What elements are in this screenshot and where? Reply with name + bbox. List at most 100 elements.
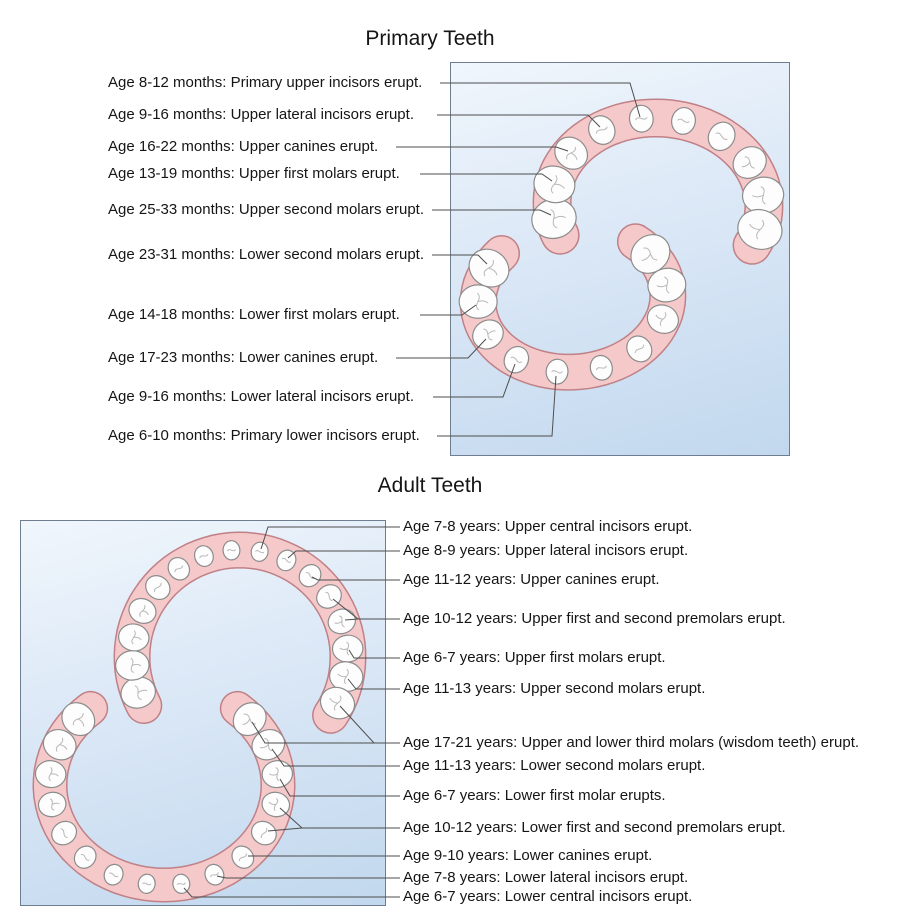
tooth-crack [199, 553, 209, 559]
tooth [222, 540, 241, 561]
label-adult-upper-second-molars: Age 11-13 years: Upper second molars eru… [403, 680, 706, 697]
tooth-crack [243, 713, 256, 725]
tooth-crack [749, 223, 760, 230]
tooth-crack [268, 801, 276, 806]
label-adult-lower-first-molar: Age 6-7 years: Lower first molar erupts. [403, 787, 666, 804]
tooth [204, 863, 225, 886]
leader-line [420, 173, 553, 182]
tooth [589, 354, 613, 381]
tooth [167, 557, 191, 581]
tooth-crack [255, 550, 265, 554]
label-adult-upper-lateral-incisors: Age 8-9 years: Upper lateral incisors er… [403, 542, 689, 559]
tooth [34, 760, 67, 789]
leader-line [287, 550, 400, 559]
tooth-crack [760, 186, 766, 205]
tooth [671, 106, 696, 135]
tooth [327, 608, 357, 635]
label-adult-lower-central-incisors: Age 6-7 years: Lower central incisors er… [403, 888, 693, 905]
tooth-crack [209, 872, 219, 878]
primary-upper-arch [531, 98, 785, 265]
tooth-crack [510, 356, 523, 363]
label-adult-third-molars: Age 17-21 years: Upper and lower third m… [403, 734, 860, 751]
tooth-crack [80, 853, 90, 861]
adult-lower-arch [32, 690, 296, 903]
tooth [172, 873, 191, 894]
leader-line [251, 721, 374, 744]
tooth-crack [72, 712, 84, 726]
tooth-crack [142, 882, 152, 886]
tooth [472, 319, 504, 350]
tooth-crack [78, 718, 85, 727]
tooth-crack [259, 744, 269, 749]
tooth-crack [344, 668, 349, 685]
tooth [468, 248, 510, 288]
tooth [61, 702, 96, 737]
label-adult-lower-premolars: Age 10-12 years: Lower first and second … [403, 819, 786, 836]
tooth-crack [554, 183, 565, 189]
tooth-crack [305, 572, 315, 579]
tooth-crack [55, 737, 64, 752]
tooth-crack [635, 117, 648, 121]
tooth [626, 335, 653, 363]
tooth-crack [752, 194, 764, 198]
tooth [193, 545, 214, 568]
tooth-crack [329, 697, 338, 704]
tooth-crack [475, 292, 480, 311]
leader-line [271, 748, 400, 767]
tooth-crack [60, 828, 68, 839]
leader-line [344, 618, 359, 621]
tooth [319, 686, 356, 720]
primary-lower-arch [458, 223, 687, 391]
leader-line [267, 827, 303, 832]
leader-line [279, 807, 400, 829]
tooth-crack [139, 604, 146, 617]
leader-line [216, 875, 400, 879]
tooth-crack [264, 738, 273, 752]
tooth-crack [566, 146, 576, 160]
label-primary-lower-first-molars: Age 14-18 months: Lower first molars eru… [108, 306, 400, 323]
label-primary-upper-canines: Age 16-22 months: Upper canines erupt. [108, 138, 379, 155]
leader-line [347, 678, 400, 690]
tooth [646, 304, 680, 334]
tooth-crack [133, 636, 142, 641]
tooth [232, 702, 267, 737]
tooth [737, 208, 783, 250]
tooth-crack [634, 344, 644, 354]
leader-line [348, 649, 400, 659]
tooth-crack [595, 126, 608, 134]
label-adult-upper-central-incisors: Age 7-8 years: Upper central incisors er… [403, 518, 693, 535]
label-adult-upper-premolars: Age 10-12 years: Upper first and second … [403, 610, 786, 627]
tooth-crack [478, 300, 489, 304]
tooth-crack [677, 118, 690, 123]
tooth [37, 791, 67, 818]
tooth-crack [487, 330, 496, 335]
tooth [118, 623, 150, 652]
label-adult-lower-second-molars: Age 11-13 years: Lower second molars eru… [403, 757, 706, 774]
label-primary-upper-lateral-incisors: Age 9-16 months: Upper lateral incisors … [108, 106, 414, 123]
tooth-crack [337, 673, 347, 678]
adult-teeth-title: Adult Teeth [377, 474, 483, 497]
leader-line [183, 887, 400, 898]
tooth-crack [226, 549, 237, 552]
tooth-crack [325, 591, 333, 602]
tooth [588, 115, 616, 145]
leader-line [396, 146, 569, 152]
tooth [647, 267, 687, 303]
tooth-crack [130, 657, 134, 674]
tooth [231, 845, 255, 869]
label-adult-lower-canines: Age 9-10 years: Lower canines erupt. [403, 847, 653, 864]
label-primary-lower-second-molars: Age 23-31 months: Lower second molars er… [108, 246, 425, 263]
tooth-crack [134, 685, 142, 701]
tooth-crack [595, 365, 607, 371]
tooth-crack [281, 557, 291, 563]
tooth-crack [174, 565, 184, 573]
label-adult-lower-lateral-incisors: Age 7-8 years: Lower lateral incisors er… [403, 869, 689, 886]
tooth-crack [655, 314, 663, 320]
leader-line [396, 338, 487, 359]
leader-line [260, 526, 400, 550]
label-primary-upper-first-molars: Age 13-19 months: Upper first molars eru… [108, 165, 400, 182]
tooth [298, 564, 322, 588]
leader-line [311, 576, 400, 581]
